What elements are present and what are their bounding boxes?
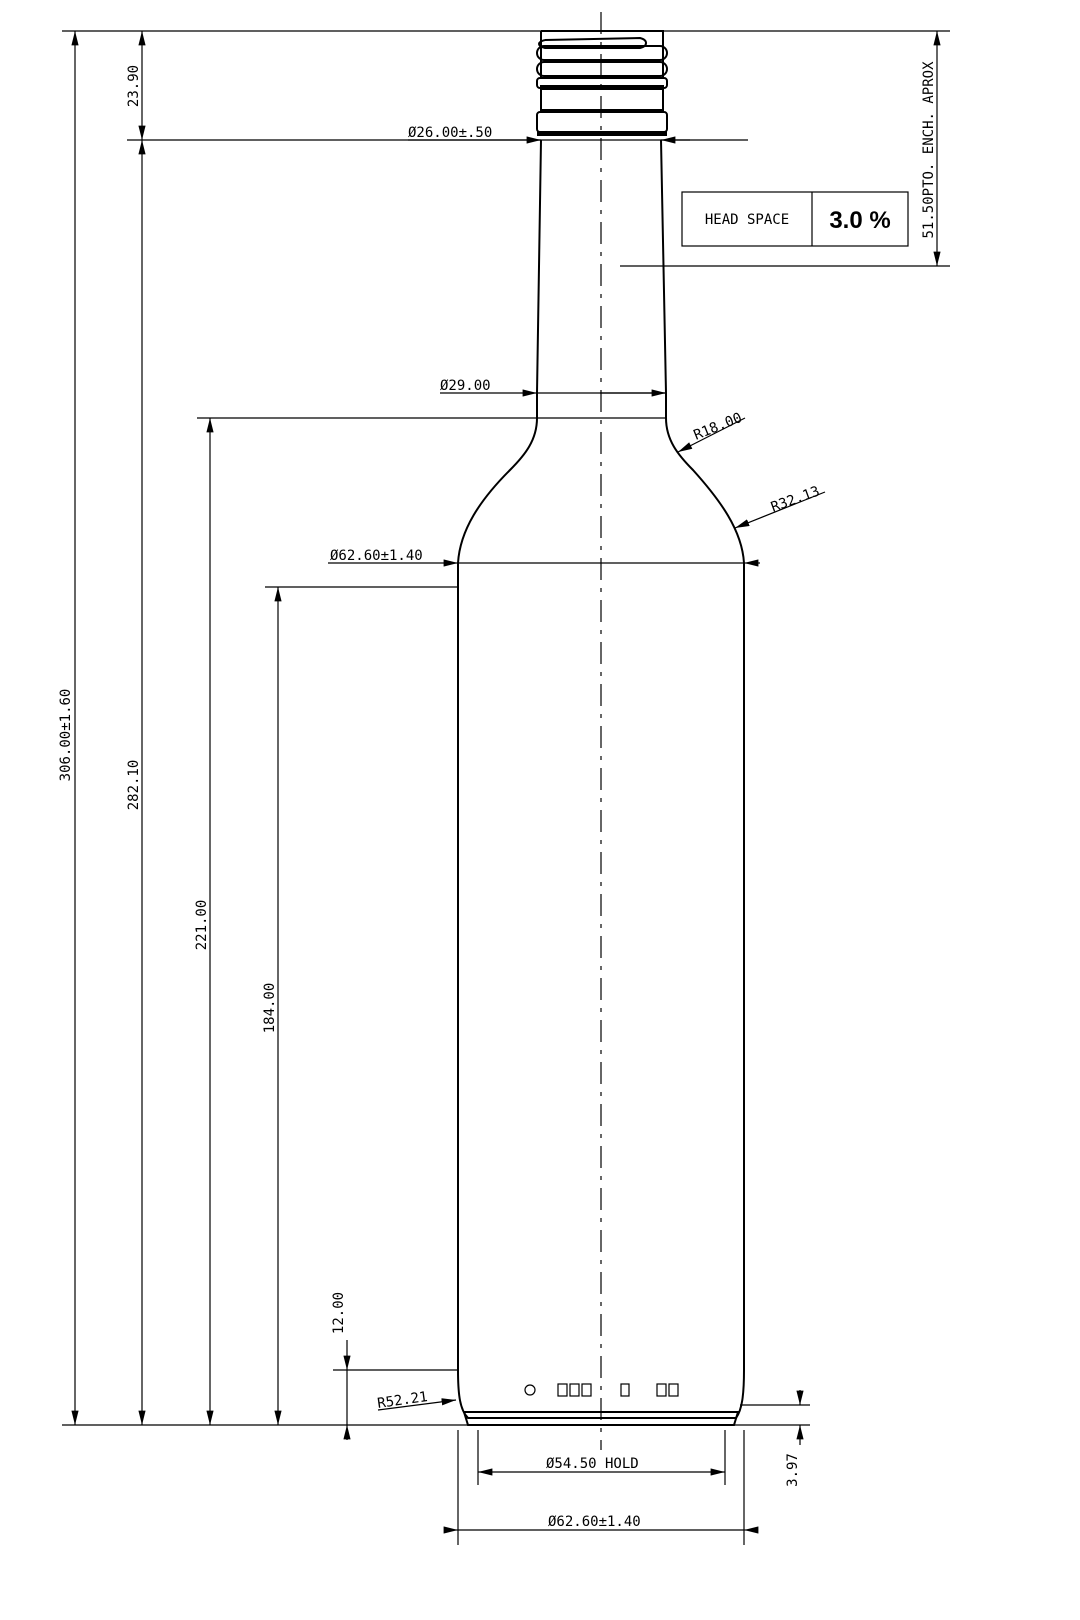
neck-to-base-label: 282.10	[126, 760, 142, 811]
finish-height-label: 23.90	[126, 65, 142, 107]
body-diameter-label: Ø62.60±1.40	[330, 548, 423, 564]
base-diameter-label: Ø54.50 HOLD	[546, 1456, 639, 1472]
extension-lines	[62, 30, 950, 1545]
vertical-dimensions	[71, 31, 941, 1445]
push-up-label: 3.97	[785, 1453, 801, 1487]
bottom-diameter-label: Ø62.60±1.40	[548, 1514, 641, 1530]
neck-diameter-label: Ø29.00	[440, 378, 491, 394]
head-space-box: HEAD SPACE 3.0 %	[681, 191, 909, 247]
bottle-outline	[457, 30, 745, 1426]
body-height-label: 184.00	[262, 983, 278, 1034]
base-label-height-label: 12.00	[331, 1292, 347, 1334]
head-space-value: 3.0 %	[829, 207, 890, 234]
horizontal-dimensions	[328, 136, 826, 1534]
shoulder-radius-label: R32.13	[769, 483, 822, 515]
head-space-label: HEAD SPACE	[705, 212, 789, 228]
finish-diameter-label: Ø26.00±.50	[408, 125, 492, 141]
shoulder-height-label: 221.00	[194, 900, 210, 951]
base-mold-marks	[524, 1383, 679, 1397]
fill-point-label: 51.50PTO. ENCH. APROX	[921, 61, 937, 239]
neck-radius-label: R18.00	[692, 410, 745, 444]
heel-radius-label: R52.21	[376, 1389, 428, 1412]
total-height-label: 306.00±1.60	[58, 689, 74, 782]
